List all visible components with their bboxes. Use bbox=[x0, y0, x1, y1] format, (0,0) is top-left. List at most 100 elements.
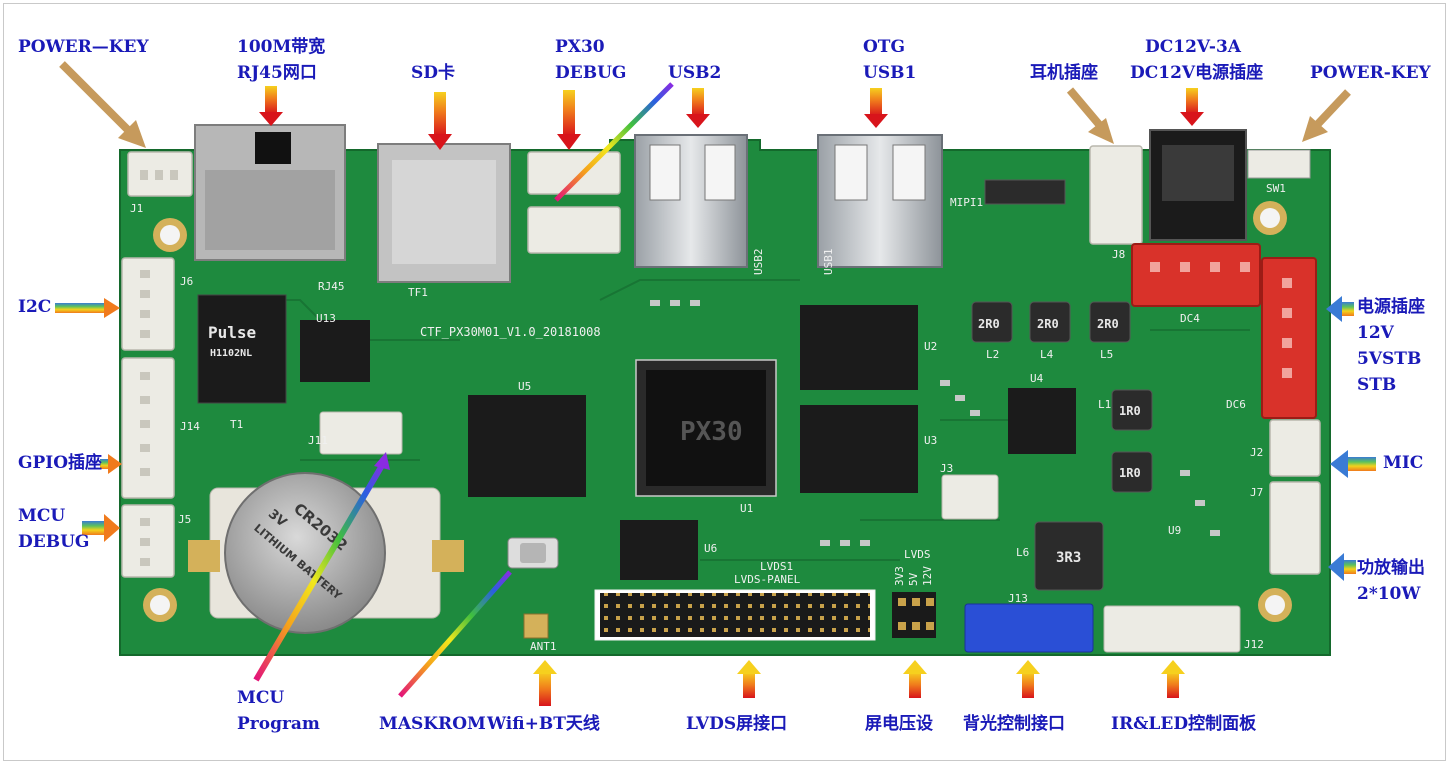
silk-l1: L1 bbox=[1098, 398, 1111, 411]
silk-board-model: CTF_PX30M01_V1.0_20181008 bbox=[420, 325, 601, 339]
arrow-px30-debug bbox=[557, 90, 581, 150]
pulse-part-text: H1102NL bbox=[210, 348, 252, 359]
silk-t1: T1 bbox=[230, 418, 243, 431]
arrow-backlight bbox=[1016, 660, 1040, 698]
silk-sw1: SW1 bbox=[1266, 182, 1286, 195]
inductor-l4-value: 2R0 bbox=[1037, 317, 1059, 331]
label-power-socket-line2: 12V bbox=[1357, 323, 1394, 343]
label-px30-line1: PX30 bbox=[555, 37, 605, 57]
cpu-marking: PX30 bbox=[680, 417, 743, 447]
inductors bbox=[971, 301, 1153, 591]
rainbow-pointer-maskrom bbox=[398, 570, 512, 698]
inductor-l2-value: 2R0 bbox=[978, 317, 1000, 331]
usb1-port bbox=[817, 134, 943, 268]
chip-u1-cpu bbox=[635, 359, 777, 497]
silk-u6: U6 bbox=[704, 542, 717, 555]
silk-rj45: RJ45 bbox=[318, 280, 345, 293]
label-power-key-left: POWER—KEY bbox=[18, 37, 149, 57]
silk-dc6: DC6 bbox=[1226, 398, 1246, 411]
antenna-connector bbox=[523, 613, 549, 639]
rainbow-pointer-mcu-program bbox=[253, 452, 390, 682]
silk-j11: J11 bbox=[308, 434, 328, 447]
mipi-connector bbox=[984, 179, 1066, 205]
inductor-l5-value: 2R0 bbox=[1097, 317, 1119, 331]
silk-dc4: DC4 bbox=[1180, 312, 1200, 325]
label-earphone: 耳机插座 bbox=[1030, 63, 1098, 83]
silk-l4: L4 bbox=[1040, 348, 1054, 361]
sd-card-slot bbox=[377, 143, 511, 283]
lvds-header bbox=[594, 589, 876, 641]
label-mic: MIC bbox=[1383, 453, 1424, 473]
voltage-jumper bbox=[892, 592, 936, 638]
silk-u9: U9 bbox=[1168, 524, 1181, 537]
label-mcu-debug-line1: MCU bbox=[18, 506, 66, 526]
label-screen-voltage: 屏电压设 bbox=[865, 714, 933, 734]
label-otg-line2: USB1 bbox=[863, 63, 917, 83]
silk-l5: L5 bbox=[1100, 348, 1113, 361]
backlight-connector bbox=[964, 603, 1094, 653]
arrow-power-key-left bbox=[59, 61, 146, 148]
silk-lvds-panel: LVDS-PANEL bbox=[734, 573, 801, 586]
arrow-screen-voltage bbox=[903, 660, 927, 698]
arrow-ir-led bbox=[1161, 660, 1185, 698]
arrow-usb2 bbox=[686, 88, 710, 128]
chip-u6 bbox=[620, 520, 698, 580]
silk-u4: U4 bbox=[1030, 372, 1044, 385]
silk-l6: L6 bbox=[1016, 546, 1029, 559]
label-i2c: I2C bbox=[18, 297, 52, 317]
label-dc-line2: DC12V电源插座 bbox=[1130, 63, 1264, 83]
rj45-jack bbox=[194, 124, 346, 261]
inductor-l1-value: 1R0 bbox=[1119, 404, 1141, 418]
arrow-power-socket bbox=[1326, 296, 1354, 322]
label-power-socket-line3: 5VSTB bbox=[1357, 349, 1422, 369]
silk-j8: J8 bbox=[1112, 248, 1125, 261]
arrow-gpio bbox=[100, 454, 122, 474]
label-wifi: Wifi+BT天线 bbox=[487, 714, 600, 734]
maskrom-button bbox=[507, 537, 559, 569]
chip-u13 bbox=[300, 320, 370, 382]
image-frame bbox=[3, 3, 1446, 761]
rainbow-pointer-usb2 bbox=[554, 82, 674, 202]
label-dc-line1: DC12V-3A bbox=[1145, 37, 1241, 57]
arrow-earphone bbox=[1066, 87, 1114, 144]
label-lvds: LVDS屏接口 bbox=[686, 714, 788, 734]
label-otg-line1: OTG bbox=[863, 37, 905, 57]
label-power-key-right: POWER-KEY bbox=[1310, 63, 1431, 83]
label-px30-line2: DEBUG bbox=[555, 63, 627, 83]
silk-u2: U2 bbox=[924, 340, 937, 353]
silk-lvds1: LVDS1 bbox=[760, 560, 793, 573]
silk-u5: U5 bbox=[518, 380, 531, 393]
label-amp-line2: 2*10W bbox=[1357, 584, 1421, 604]
silk-j6: J6 bbox=[180, 275, 193, 288]
chip-u5 bbox=[468, 395, 586, 497]
mounting-holes bbox=[143, 201, 1292, 622]
label-rj45-line2: RJ45网口 bbox=[237, 63, 317, 83]
silk-j3: J3 bbox=[940, 462, 953, 475]
silk-j7: J7 bbox=[1250, 486, 1263, 499]
arrow-power-key-right bbox=[1302, 89, 1351, 142]
arrow-lvds bbox=[737, 660, 761, 698]
silk-j12: J12 bbox=[1244, 638, 1264, 651]
silk-j14: J14 bbox=[180, 420, 200, 433]
label-mcu-program-line1: MCU bbox=[237, 688, 285, 708]
silk-l2: L2 bbox=[986, 348, 999, 361]
label-power-socket-line4: STB bbox=[1357, 375, 1397, 395]
arrow-dc-jack bbox=[1180, 88, 1204, 126]
label-mcu-debug-line2: DEBUG bbox=[18, 532, 90, 552]
arrow-amplifier bbox=[1328, 553, 1356, 581]
connector-j3 bbox=[941, 474, 999, 520]
label-usb2: USB2 bbox=[668, 63, 722, 83]
silk-5v: 5V bbox=[907, 572, 920, 586]
arrow-sd bbox=[428, 92, 452, 150]
silk-j1: J1 bbox=[130, 202, 143, 215]
coin-battery bbox=[188, 472, 464, 634]
silk-lvds: LVDS bbox=[904, 548, 931, 561]
smd-components bbox=[650, 300, 1220, 546]
mcu-program-connector bbox=[319, 411, 403, 455]
label-backlight: 背光控制接口 bbox=[963, 714, 1065, 734]
inductor-value: 1R0 bbox=[1119, 466, 1141, 480]
chip-u4 bbox=[1008, 388, 1076, 454]
label-rj45-line1: 100M带宽 bbox=[237, 37, 326, 57]
